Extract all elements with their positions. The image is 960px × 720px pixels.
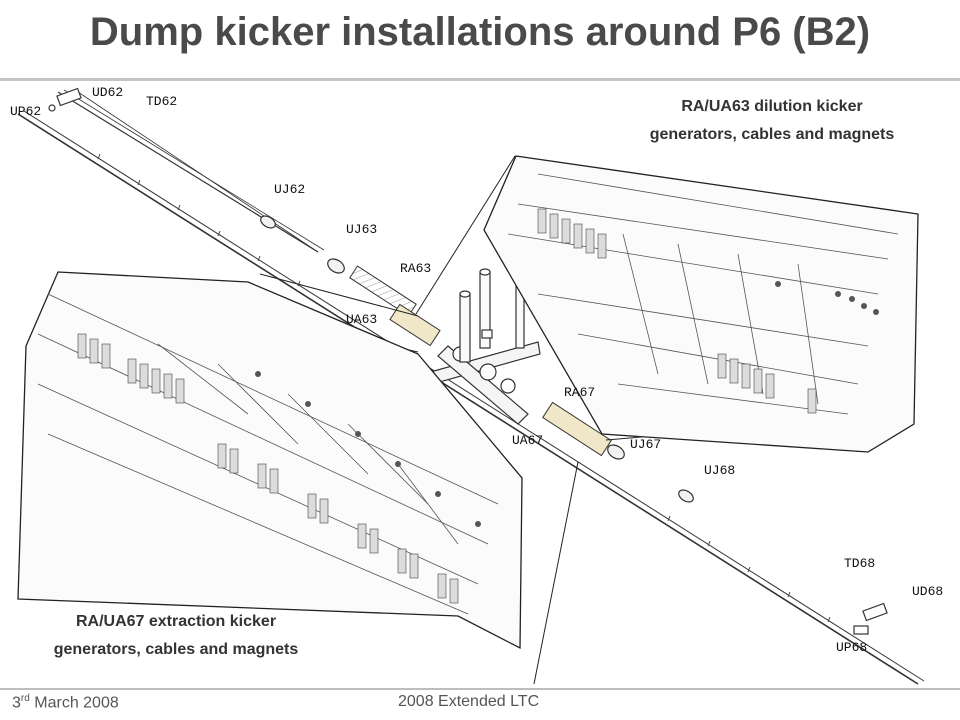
label-ud62: UD62 bbox=[92, 85, 123, 100]
footer-date-rest: March 2008 bbox=[29, 694, 119, 712]
label-td62: TD62 bbox=[146, 94, 177, 109]
slide-title: Dump kicker installations around P6 (B2) bbox=[89, 10, 871, 54]
caption-right-line2: generators, cables and magnets bbox=[650, 126, 895, 143]
title-divider bbox=[0, 78, 960, 81]
label-ud68: UD68 bbox=[912, 584, 943, 599]
footer-date: 3rd March 2008 bbox=[12, 693, 119, 712]
main-tunnel bbox=[17, 89, 925, 685]
footer-divider bbox=[0, 688, 960, 690]
dump-cavern-68 bbox=[853, 602, 888, 635]
label-uj67: UJ67 bbox=[630, 437, 661, 452]
junction-uj68 bbox=[678, 489, 694, 503]
detail-panel-ra67 bbox=[17, 271, 523, 650]
label-ra67: RA67 bbox=[564, 385, 595, 400]
tunnel-diagram: UD62 UP62 TD62 UJ62 UJ63 RA63 UA63 RA67 … bbox=[10, 84, 943, 685]
footer-date-day: 3 bbox=[12, 694, 21, 712]
footer-date-suffix: rd bbox=[20, 693, 30, 704]
kicker-segment-ua67 bbox=[542, 401, 612, 457]
label-ua63: UA63 bbox=[346, 312, 377, 327]
label-uj63: UJ63 bbox=[346, 222, 377, 237]
label-ua67: UA67 bbox=[512, 433, 543, 448]
label-ra63: RA63 bbox=[400, 261, 431, 276]
junction-uj62 bbox=[260, 215, 276, 229]
label-td68: TD68 bbox=[844, 556, 875, 571]
caption-left-line1: RA/UA67 extraction kicker bbox=[76, 613, 276, 630]
label-up62: UP62 bbox=[10, 104, 41, 119]
kicker-segment-ua63 bbox=[389, 303, 441, 347]
point6-cavern bbox=[410, 268, 541, 425]
label-uj68: UJ68 bbox=[704, 463, 735, 478]
label-uj62: UJ62 bbox=[274, 182, 305, 197]
caption-right-line1: RA/UA63 dilution kicker bbox=[681, 98, 862, 115]
dump-cavern-62 bbox=[48, 87, 82, 112]
kicker-segment-ra63 bbox=[349, 265, 417, 317]
detail-panel-ra63 bbox=[483, 155, 919, 453]
label-up68: UP68 bbox=[836, 640, 867, 655]
caption-left-line2: generators, cables and magnets bbox=[54, 641, 299, 658]
footer-event: 2008 Extended LTC bbox=[398, 693, 540, 710]
junction-uj63 bbox=[327, 258, 345, 274]
junction-uj67 bbox=[607, 444, 625, 460]
